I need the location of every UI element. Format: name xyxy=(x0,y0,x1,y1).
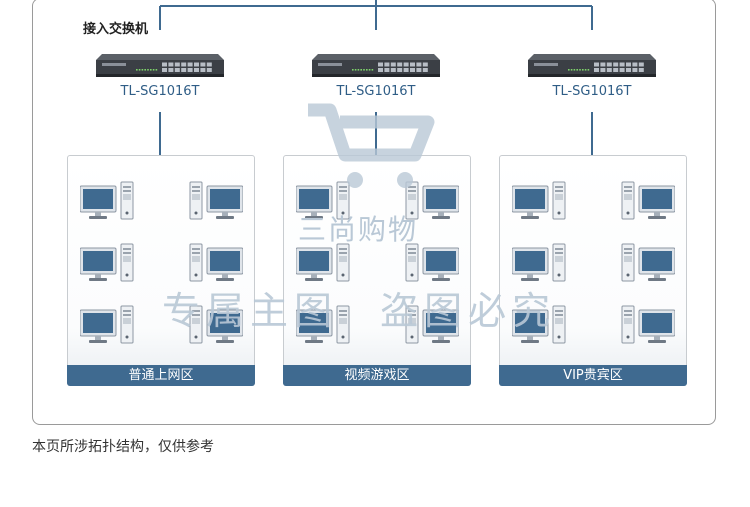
pc-3-2-right xyxy=(615,242,675,284)
switch-device-2 xyxy=(312,52,440,78)
switch-model-3: TL-SG1016T xyxy=(552,84,632,99)
pc-2-2-left xyxy=(296,242,356,284)
pc-3-2-left xyxy=(512,242,572,284)
zone-label-vip: VIP贵宾区 xyxy=(499,365,687,386)
switch-device-3 xyxy=(528,52,656,78)
pc-1-3-right xyxy=(183,304,243,346)
pc-3-3-right xyxy=(615,304,675,346)
zone-label-gaming: 视频游戏区 xyxy=(283,365,471,386)
switch-model-2: TL-SG1016T xyxy=(336,84,416,99)
zone-label-normal: 普通上网区 xyxy=(67,365,255,386)
pc-2-3-left xyxy=(296,304,356,346)
pc-1-3-left xyxy=(80,304,140,346)
pc-3-3-left xyxy=(512,304,572,346)
footnote: 本页所涉拓扑结构，仅供参考 xyxy=(32,439,214,455)
switch-model-1: TL-SG1016T xyxy=(120,84,200,99)
pc-1-2-right xyxy=(183,242,243,284)
pc-1-1-left xyxy=(80,180,140,222)
pc-3-1-right xyxy=(615,180,675,222)
pc-2-2-right xyxy=(399,242,459,284)
access-switch-label: 接入交换机 xyxy=(83,22,149,37)
pc-2-1-left xyxy=(296,180,356,222)
pc-1-2-left xyxy=(80,242,140,284)
pc-2-3-right xyxy=(399,304,459,346)
switch-device-1 xyxy=(96,52,224,78)
pc-1-1-right xyxy=(183,180,243,222)
pc-3-1-left xyxy=(512,180,572,222)
pc-2-1-right xyxy=(399,180,459,222)
